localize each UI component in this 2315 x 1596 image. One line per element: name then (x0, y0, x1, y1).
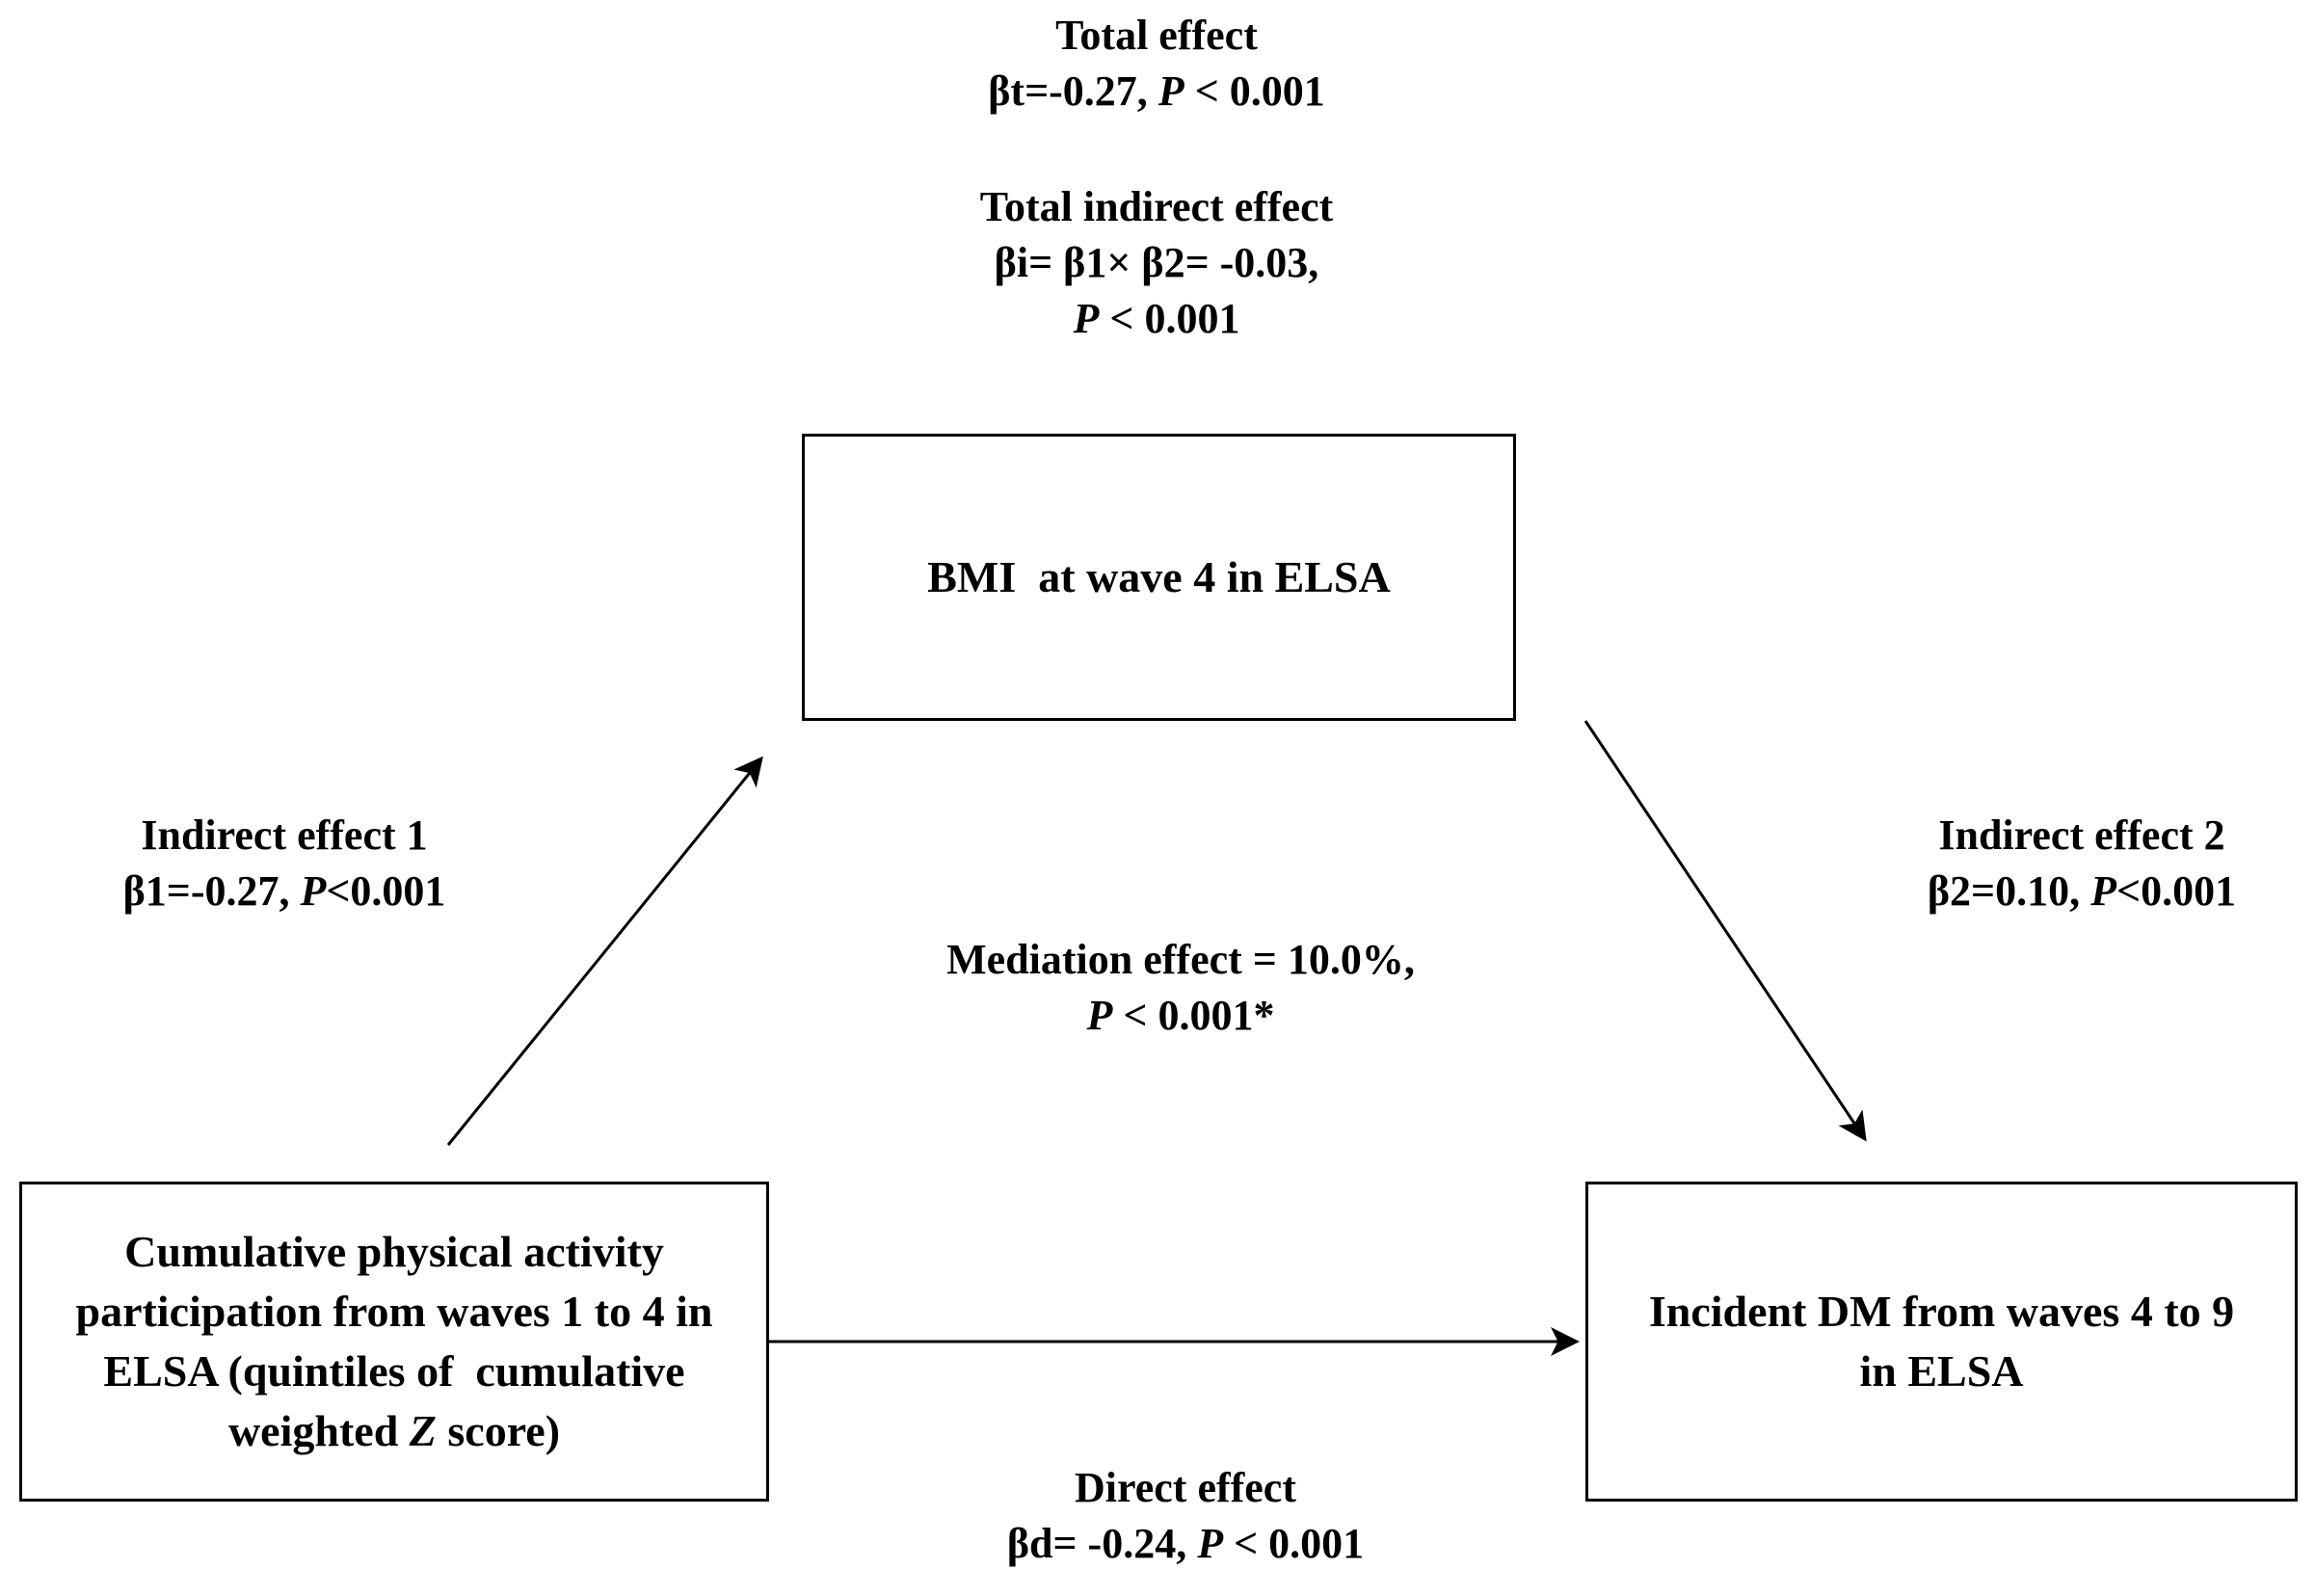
total-indirect-effect-p-value: < 0.001 (1099, 295, 1240, 342)
outcome-box-line2: in ELSA (1859, 1346, 2024, 1396)
exposure-box-line1: Cumulative physical activity (124, 1227, 664, 1276)
indirect-effect-2-p-label: P (2090, 867, 2117, 915)
indirect-effect-2-title: Indirect effect 2 (1938, 811, 2225, 859)
outcome-box-line1: Incident DM from waves 4 to 9 (1648, 1287, 2235, 1336)
total-indirect-effect-beta: βi= β1× β2= -0.03, (994, 239, 1319, 286)
indirect-effect-2-beta: β2=0.10, (1927, 867, 2091, 915)
total-indirect-effect-label: Total indirect effect βi= β1× β2= -0.03,… (819, 179, 1494, 347)
exposure-box-line3: ELSA (quintiles of cumulative (103, 1346, 685, 1396)
indirect-effect-1-p-label: P (300, 867, 327, 915)
arrow-exposure-to-mediator (446, 756, 763, 1146)
exposure-box: Cumulative physical activity participati… (19, 1182, 769, 1502)
total-effect-title: Total effect (1055, 12, 1258, 59)
direct-effect-title: Direct effect (1075, 1464, 1296, 1511)
mediator-box: BMI at wave 4 in ELSA (802, 434, 1516, 721)
total-indirect-effect-p-label: P (1073, 295, 1100, 342)
indirect-effect-1-p-value: <0.001 (326, 867, 446, 915)
exposure-box-line4: weighted Z score) (75, 1401, 712, 1461)
mediator-box-label: BMI at wave 4 in ELSA (927, 552, 1391, 601)
mediation-effect-p-value: < 0.001* (1112, 992, 1275, 1039)
total-effect-label: Total effect βt=-0.27, P < 0.001 (867, 8, 1446, 120)
total-effect-beta: βt=-0.27, (988, 67, 1158, 115)
mediation-effect-p-label: P (1086, 992, 1113, 1039)
mediation-effect-label: Mediation effect = 10.0%, P < 0.001* (867, 932, 1494, 1044)
indirect-effect-2-label: Indirect effect 2 β2=0.10, P<0.001 (1879, 808, 2284, 919)
direct-effect-label: Direct effect βd= -0.24, P < 0.001 (896, 1460, 1475, 1572)
direct-effect-p-label: P (1197, 1520, 1224, 1567)
direct-effect-p-value: < 0.001 (1223, 1520, 1365, 1567)
indirect-effect-1-label: Indirect effect 1 β1=-0.27, P<0.001 (67, 808, 501, 919)
indirect-effect-2-p-value: <0.001 (2116, 867, 2237, 915)
mediation-effect-value: Mediation effect = 10.0%, (946, 936, 1415, 983)
arrow-mediator-to-outcome (1583, 720, 1867, 1142)
exposure-box-line4-pre: weighted (227, 1406, 410, 1455)
outcome-box-text: Incident DM from waves 4 to 9 in ELSA (1649, 1282, 2234, 1401)
total-effect-p-label: P (1158, 67, 1184, 115)
indirect-effect-1-beta: β1=-0.27, (122, 867, 301, 915)
total-effect-p-value: < 0.001 (1184, 67, 1325, 115)
outcome-box: Incident DM from waves 4 to 9 in ELSA (1585, 1182, 2298, 1502)
exposure-box-line4-post: score) (436, 1406, 561, 1455)
total-indirect-effect-title: Total indirect effect (979, 183, 1334, 230)
exposure-box-line2: participation from waves 1 to 4 in (75, 1287, 713, 1336)
indirect-effect-1-title: Indirect effect 1 (141, 811, 428, 859)
direct-effect-beta: βd= -0.24, (1006, 1520, 1198, 1567)
exposure-box-text: Cumulative physical activity participati… (75, 1222, 712, 1461)
exposure-box-line4-italic: Z (409, 1406, 437, 1455)
